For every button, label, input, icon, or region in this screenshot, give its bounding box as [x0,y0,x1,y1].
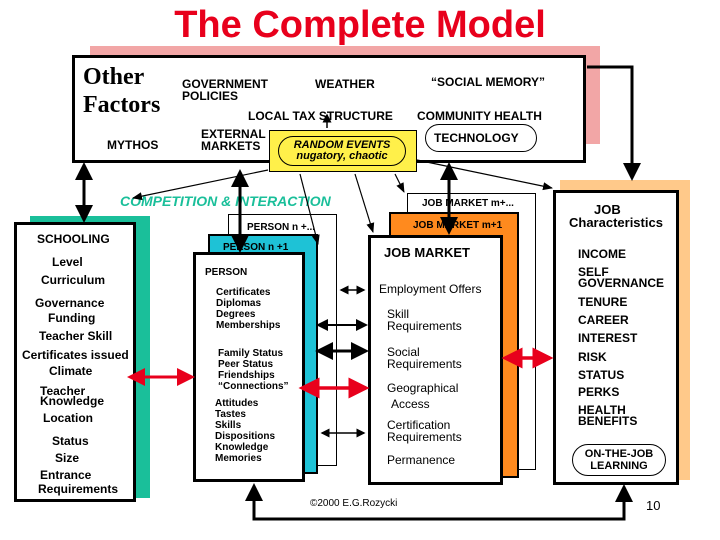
other-factors-heading: Other Factors [83,64,161,118]
job-market-item: Requirements [387,357,462,371]
arrow-random-jobchar [416,159,553,191]
government-policies-label: GOVERNMENT POLICIES [182,77,269,103]
job-characteristics-box: JOB Characteristics INCOME SELF GOVERNAN… [553,190,679,485]
job-characteristic-item: GOVERNANCE [578,276,665,290]
job-characteristics-heading: JOB Characteristics [569,202,663,230]
technology-pill: TECHNOLOGY [425,124,537,152]
schooling-item: Level [52,255,83,269]
person-box: PERSON Certificates Diplomas Degrees Mem… [193,252,305,482]
job-characteristic-item: CAREER [578,313,629,327]
schooling-item: Teacher [40,384,86,398]
person-item: Memories [215,453,262,464]
person-item: Family Status [218,348,284,359]
person-item: Skills [215,420,242,431]
job-characteristic-item: PERKS [578,385,620,399]
job-market-item: Requirements [387,430,462,444]
job-market-m-plus-1-label: JOB MARKET m+1 [413,220,503,231]
person-item: Diplomas [216,298,262,309]
random-events-box: RANDOM EVENTS nugatory, chaotic [269,130,417,172]
job-characteristic-item: RISK [578,350,607,364]
schooling-item: Certificates issued [22,348,129,362]
mythos-label: MYTHOS [107,138,159,152]
job-market-item: Requirements [387,319,462,333]
schooling-heading: SCHOOLING [37,232,110,246]
social-memory-label: “SOCIAL MEMORY” [431,75,546,89]
weather-label: WEATHER [315,77,375,91]
person-item: Knowledge [215,442,269,453]
schooling-box: SCHOOLING Level Curriculum Governance Fu… [14,222,136,502]
page-number: 10 [646,498,661,513]
person-heading: PERSON [205,267,248,278]
schooling-item: Knowledge [40,394,105,408]
job-market-item: Certification [387,418,451,432]
arrow-random-jobmarket [354,173,375,233]
job-market-m-plus-label: JOB MARKET m+... [422,198,514,209]
person-item: Tastes [215,409,246,420]
job-market-item: Skill [387,307,410,321]
person-n-plus-label: PERSON n +... [247,222,316,233]
person-item: Attitudes [215,398,259,409]
community-health-label: COMMUNITY HEALTH [417,109,542,123]
competition-label: COMPETITION & INTERACTION [120,193,331,209]
schooling-item: Size [55,451,80,465]
job-market-item: Access [391,397,430,411]
copyright-text: ©2000 E.G.Rozycki [310,498,398,509]
on-the-job-learning-pill: ON-THE-JOB LEARNING [572,444,666,476]
person-item: Certificates [216,287,271,298]
schooling-item: Requirements [38,482,119,496]
job-market-item: Geographical [387,381,459,395]
person-item: Dispositions [215,431,276,442]
external-markets-label: EXTERNAL MARKETS [201,127,266,153]
schooling-item: Teacher Skill [39,329,113,343]
schooling-item: Climate [49,364,93,378]
schooling-item: Entrance [40,468,92,482]
random-events-pill: RANDOM EVENTS nugatory, chaotic [278,136,406,166]
person-item: Degrees [216,309,256,320]
schooling-item: Status [52,434,89,448]
page-title: The Complete Model [174,4,546,46]
job-characteristic-item: SELF [578,265,609,279]
person-item: “Connections” [218,381,289,392]
job-characteristic-item: STATUS [578,368,625,382]
person-item: Memberships [216,320,281,331]
schooling-item: Funding [48,311,96,325]
job-market-item: Social [387,345,420,359]
job-characteristic-item: BENEFITS [578,414,638,428]
job-characteristic-item: INCOME [578,247,626,261]
schooling-item: Curriculum [41,273,106,287]
person-item: Friendships [218,370,275,381]
job-characteristic-item: INTEREST [578,331,638,345]
job-market-item: Permanence [387,453,456,467]
schooling-item: Governance [35,296,105,310]
job-characteristic-item: TENURE [578,295,628,309]
person-n-plus-1-label: PERSON n +1 [223,242,289,253]
job-market-item: Employment Offers [379,282,482,296]
job-market-box: JOB MARKET Employment Offers Skill Requi… [368,235,503,485]
job-market-heading: JOB MARKET [384,245,470,260]
schooling-item: Location [43,411,93,425]
other-factors-box: Other Factors GOVERNMENT POLICIES WEATHE… [72,55,586,163]
technology-label: TECHNOLOGY [434,131,519,145]
job-characteristic-item: HEALTH [578,403,626,417]
local-tax-label: LOCAL TAX STRUCTURE [248,109,393,123]
arrow-random-jobmarket-2 [394,173,405,193]
person-item: Peer Status [218,359,274,370]
